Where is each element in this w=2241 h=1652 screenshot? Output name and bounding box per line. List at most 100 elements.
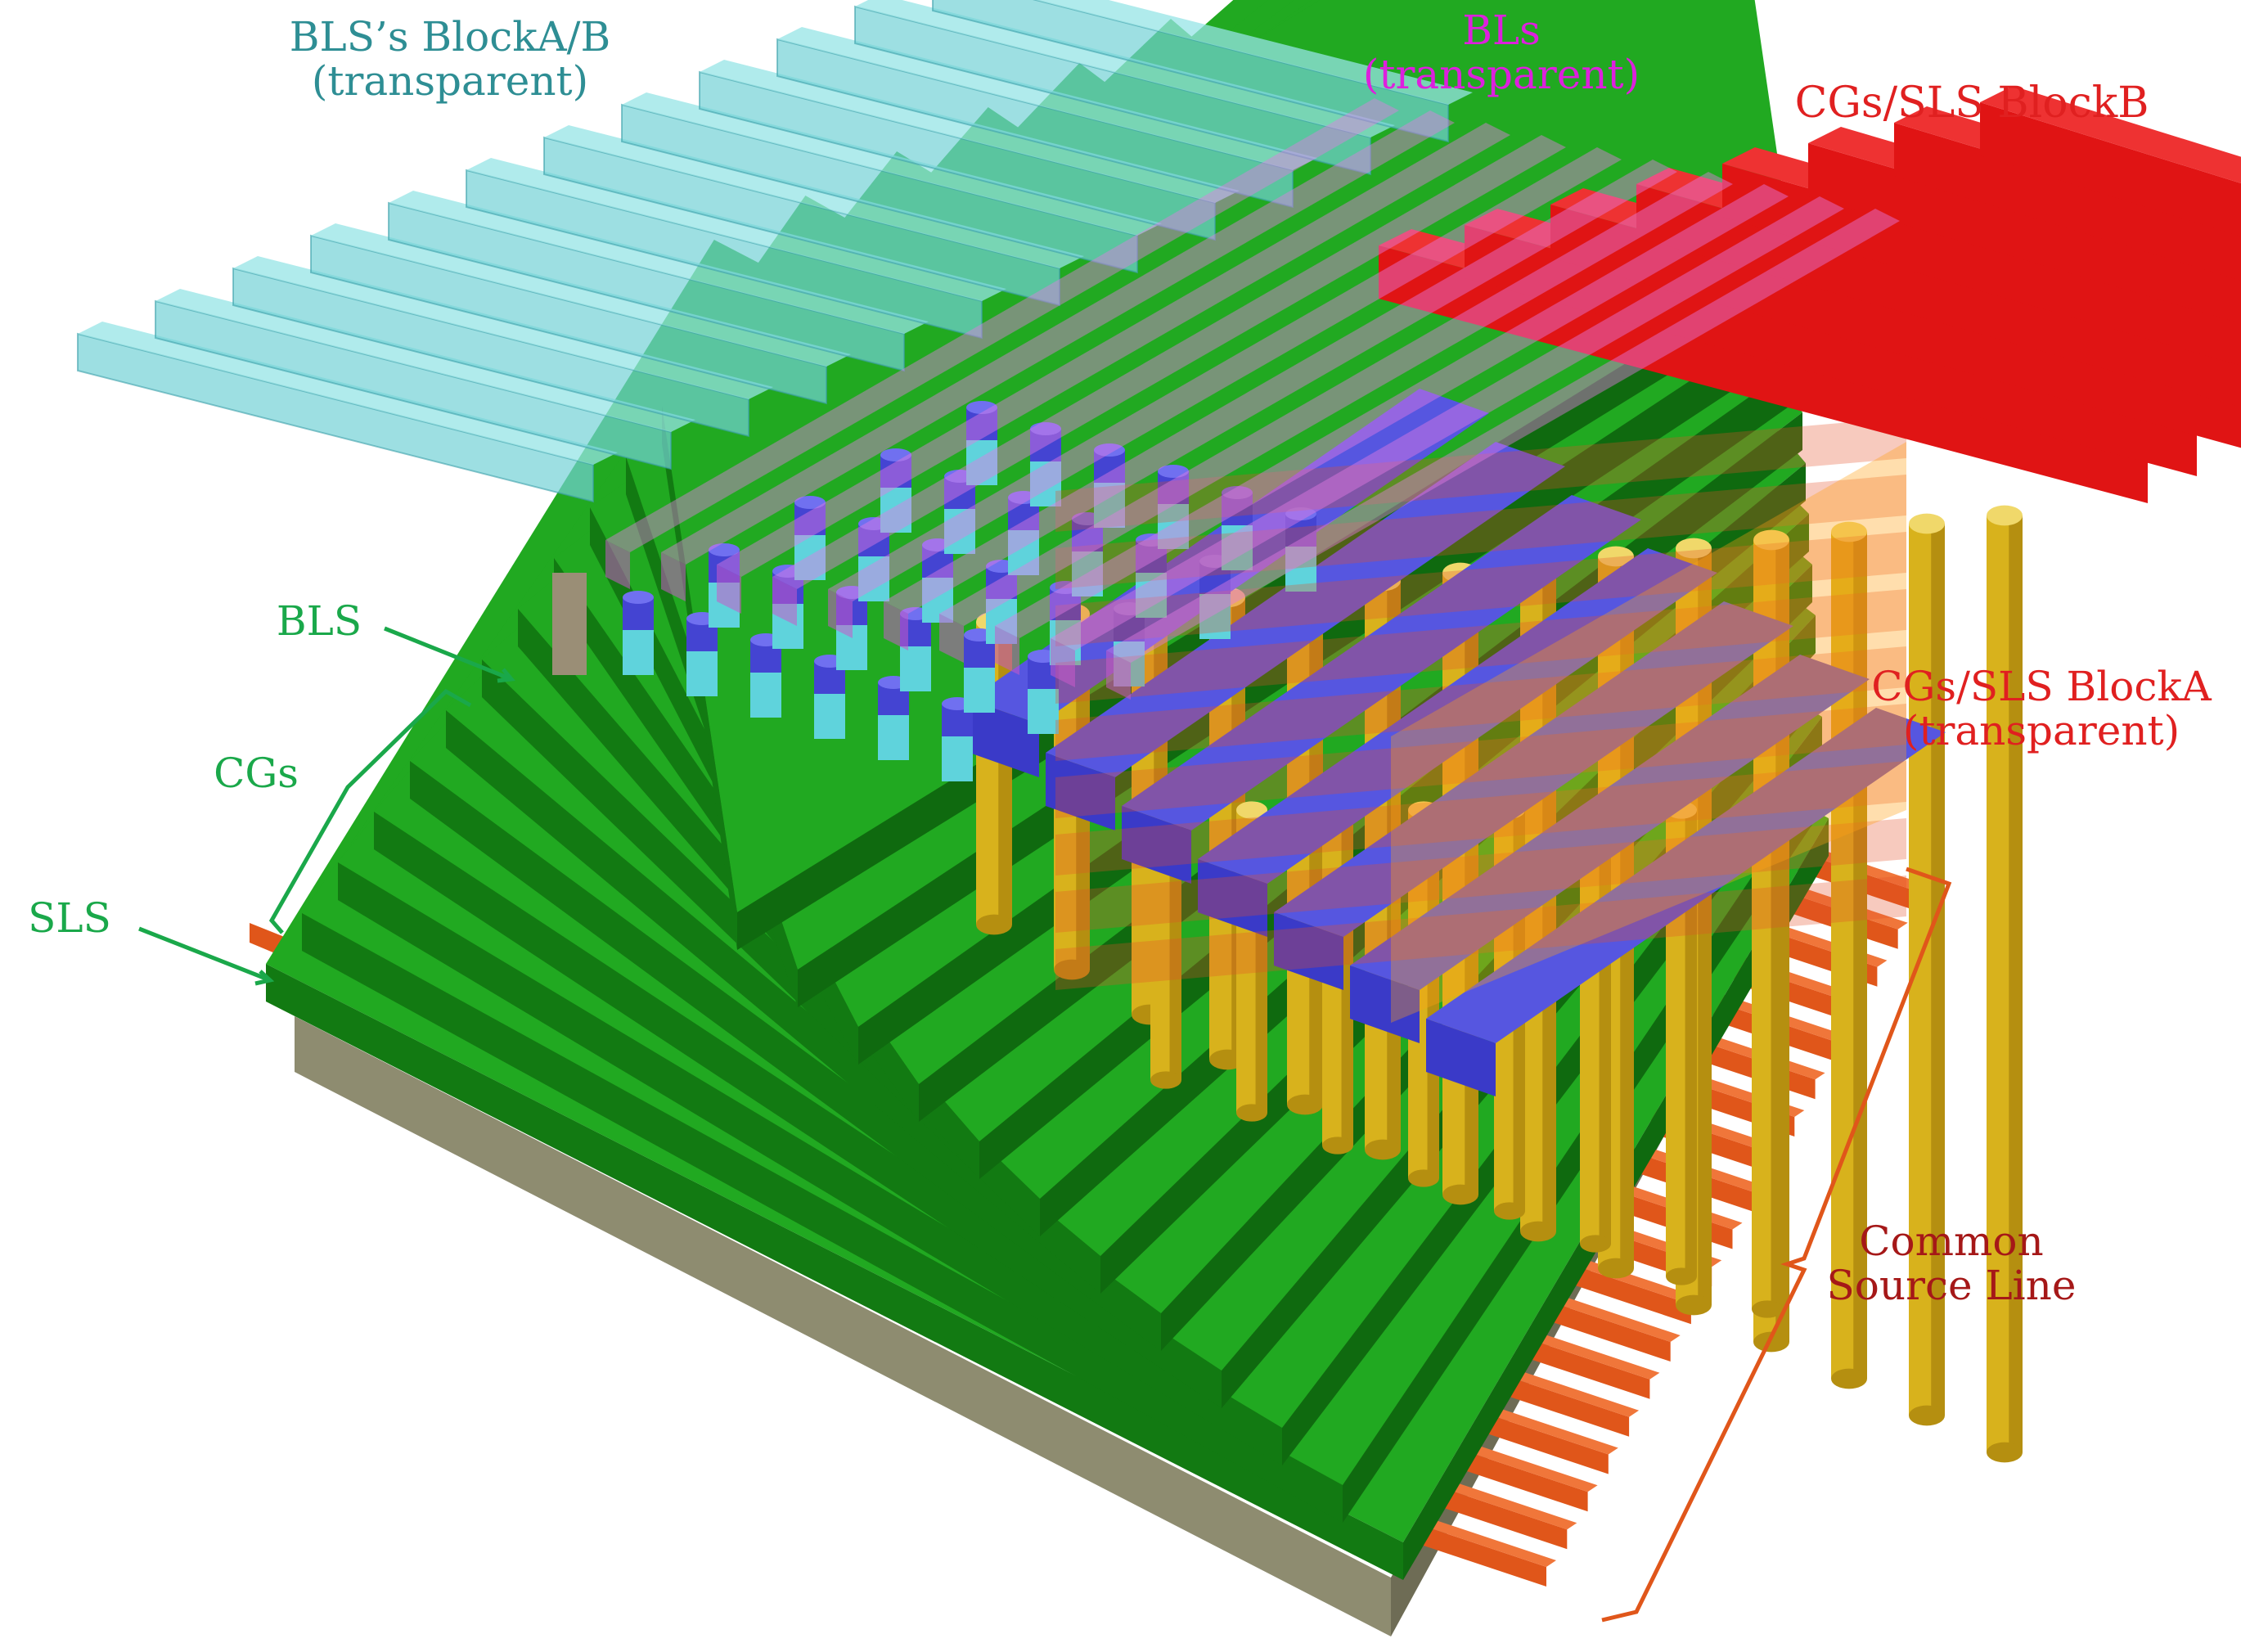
select-cap-lower: [1285, 547, 1316, 592]
bit-line-bar: [1051, 196, 1844, 650]
cg-block-b-bar: [1980, 102, 2241, 237]
substrate-front-face: [295, 1016, 1391, 1636]
channel-pillar-base: [1753, 1331, 1789, 1353]
cg-block-b-bar: [1636, 184, 2241, 407]
cg-block-a-layer: [1055, 532, 1906, 646]
channel-pillar-base: [1987, 1442, 2023, 1463]
channel-pillar-back-shade: [1771, 810, 1783, 1309]
select-cap-lower: [1222, 525, 1253, 570]
cg-block-b-bars: [1379, 86, 2241, 503]
cg-block-b-bar: [1465, 225, 2197, 476]
bls-bar-front: [1122, 806, 1191, 884]
bls-leader: [384, 626, 512, 682]
label-bls-blocks-line1: BLS’s BlockA/B: [289, 13, 611, 61]
channel-pillar-cap: [1831, 521, 1867, 542]
channel-pillar-back-shade: [1685, 810, 1697, 1276]
label-cg-block-b-line1: CGs/SLS BlockB: [1794, 79, 2149, 128]
cg-block-b-bar: [1808, 143, 2241, 324]
select-cap-top: [966, 401, 997, 414]
bit-line-bar-end: [661, 552, 686, 601]
select-cap-lower: [1008, 530, 1039, 575]
label-common-source-line: Common Source Line: [1808, 1219, 2095, 1308]
select-cap-top: [709, 543, 740, 556]
select-cap-lower: [878, 715, 909, 760]
select-cap-lower: [623, 630, 654, 675]
cg-block-a-layer: [1055, 475, 1906, 589]
bls-bar-top: [1198, 548, 1717, 884]
select-cap-lower: [1094, 483, 1125, 528]
label-cg-block-a-line2: (transparent): [1902, 707, 2180, 754]
channel-pillar-base: [1287, 1094, 1323, 1115]
channel-pillar-base: [1598, 1258, 1634, 1279]
sls-leader-arrow: [254, 970, 275, 986]
bls-block-bar-top: [544, 125, 1084, 268]
bls-bar-top: [1122, 495, 1641, 831]
channel-pillar-back-base: [1408, 1169, 1439, 1187]
bls-bar-front: [1274, 912, 1343, 990]
channel-pillar-shade: [1931, 524, 1945, 1416]
csl-finger-top: [1465, 1444, 1598, 1492]
csl-finger-top: [1424, 1519, 1556, 1567]
cg-block-a-layer: [1055, 704, 1906, 818]
select-cap-top: [1094, 443, 1125, 457]
cg-block-b-bar: [1722, 164, 2241, 366]
select-cap-top: [1285, 507, 1316, 520]
bit-line-bar-end: [717, 565, 741, 614]
select-cap-top: [1030, 422, 1061, 435]
bit-line-bar: [717, 123, 1510, 577]
bls-bar-top: [1274, 601, 1793, 937]
bls-block-bar-top: [855, 0, 1395, 137]
bit-line-bar-end: [939, 614, 964, 663]
select-cap-lower: [1136, 573, 1167, 618]
select-cap-top: [794, 496, 826, 509]
bit-line-bar: [995, 184, 1789, 638]
select-cap-lower: [1030, 461, 1061, 506]
bls-contact-plug: [552, 573, 587, 675]
bls-block-bar-top: [78, 322, 618, 465]
csl-finger-top: [1527, 1331, 1660, 1380]
label-common-source-line-2: Source Line: [1826, 1262, 2077, 1309]
label-cgs-text: CGs: [214, 749, 299, 797]
bit-line-bar-end: [1106, 650, 1131, 700]
channel-pillar-shade: [2009, 515, 2023, 1452]
bls-block-bar-top: [700, 60, 1240, 203]
select-cap-top: [1158, 465, 1189, 478]
channel-pillar-base: [976, 914, 1012, 935]
select-cap-lower: [686, 651, 718, 696]
label-common-source-line-1: Common: [1859, 1218, 2044, 1265]
channel-pillar-cap: [1598, 546, 1634, 567]
channel-pillar-base: [1676, 1294, 1712, 1316]
csl-finger: [1465, 1451, 1588, 1512]
bls-bar-top: [1426, 708, 1946, 1043]
select-cap-lower: [814, 694, 845, 739]
select-cap-lower: [1072, 551, 1103, 596]
bls-bar-front: [1046, 753, 1115, 831]
label-bls: BLS: [266, 599, 372, 643]
channel-pillar-base: [1831, 1368, 1867, 1389]
bls-block-bar-top: [389, 191, 929, 334]
cg-block-a-layer: [1055, 761, 1906, 876]
select-cap-lower: [1158, 504, 1189, 549]
bls-bar-top: [1046, 442, 1565, 777]
bit-line-bar-end: [828, 589, 853, 638]
channel-pillar-base: [1365, 1139, 1401, 1160]
bit-line-bar: [772, 135, 1566, 589]
bls-leader-arrow: [497, 668, 515, 683]
cg-step-front: [446, 710, 1100, 1294]
bit-line-bar-end: [995, 626, 1019, 675]
label-bit-lines-line1: BLs: [1462, 7, 1541, 54]
select-cap-top: [880, 448, 911, 461]
csl-finger: [1444, 1488, 1568, 1550]
cg-step-front: [302, 913, 1343, 1523]
cg-block-b-bar: [1894, 123, 2241, 281]
bit-line-bar: [884, 160, 1677, 614]
label-bit-lines: BLs (transparent): [1350, 8, 1653, 97]
cg-step-front: [338, 862, 1282, 1465]
select-cap-lower: [880, 488, 911, 533]
label-bls-blocks: BLS’s BlockA/B (transparent): [278, 15, 622, 103]
bls-block-bar-top: [622, 92, 1162, 236]
channel-pillar-back-base: [1666, 1267, 1697, 1285]
cg-block-a-layer: [1055, 646, 1906, 761]
